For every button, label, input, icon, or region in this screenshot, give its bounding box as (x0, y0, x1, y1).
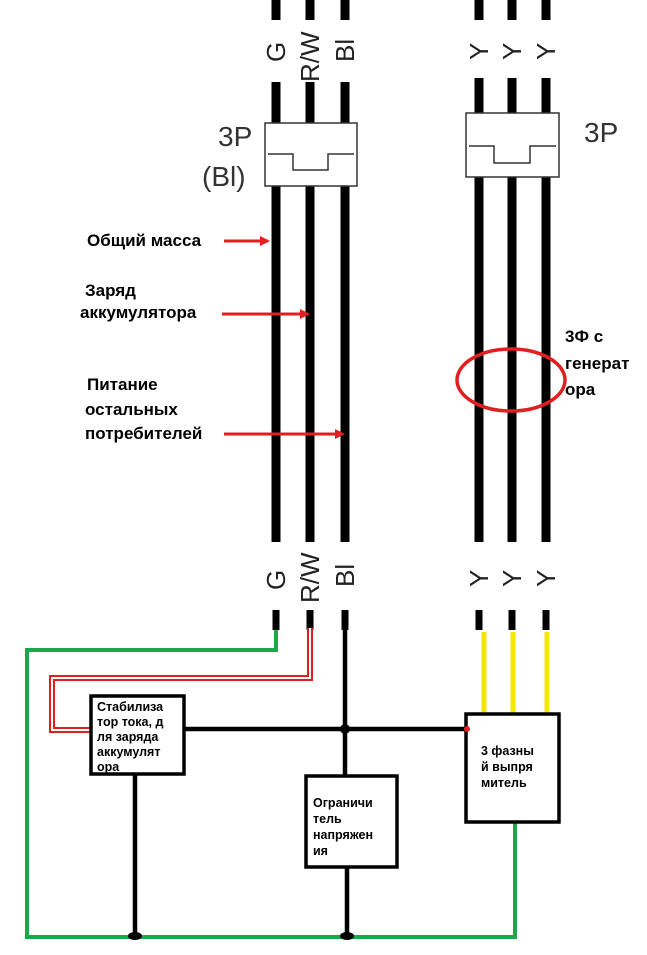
ground-junction-center (340, 932, 354, 940)
rectifier-text-2: й выпря (481, 760, 533, 774)
annotation-ground: Общий масса (87, 231, 202, 250)
connector-right-key (469, 145, 556, 164)
annotation-phase-line3: ора (565, 380, 596, 399)
connector-left-key (268, 153, 354, 171)
connector-left-sublabel: (Bl) (202, 161, 246, 192)
stabilizer-text-5: ора (97, 760, 120, 774)
wire-label-bottom-y3: Y (531, 570, 561, 587)
stabilizer-text-4: аккумулят (97, 745, 160, 759)
stabilizer-text-3: ля заряда (97, 730, 159, 744)
rectifier-text-1: 3 фазны (481, 744, 534, 758)
upper-wires-right (474, 0, 551, 542)
connector-left-label: 3P (218, 121, 252, 152)
connector-right (465, 112, 560, 178)
limiter-box (304, 774, 399, 869)
annotation-phase-line1: 3Ф с (565, 327, 603, 346)
limiter-block: Ограничи тель напряжен ия (304, 774, 399, 869)
connector-left (264, 122, 358, 187)
annotation-charge-line1: Заряд (85, 281, 136, 300)
ground-wire-loop (25, 630, 517, 939)
rectifier-box (464, 712, 561, 824)
wire-label-bottom-bl: Bl (330, 564, 360, 587)
rectifier-text-3: митель (481, 776, 527, 790)
wire-label-top-y1: Y (464, 43, 494, 60)
wire-label-top-y2: Y (497, 43, 527, 60)
wire-label-top-y3: Y (531, 43, 561, 60)
charge-wire-inner (51, 628, 311, 731)
ground-junction-left (128, 932, 142, 940)
wire-label-top-bl: Bl (330, 39, 360, 62)
limiter-text-4: ия (313, 844, 328, 858)
wire-label-bottom-y2: Y (497, 570, 527, 587)
annotation-power-line1: Питание (87, 375, 158, 394)
wire-label-bottom-g: G (261, 570, 291, 590)
stabilizer-box (89, 694, 186, 776)
limiter-text-3: напряжен (313, 828, 373, 842)
annotation-charge-line2: аккумулятора (80, 303, 197, 322)
bus-junction (340, 724, 350, 734)
stabilizer-text-1: Стабилиза (97, 700, 164, 714)
phase-highlight-ellipse (455, 347, 567, 413)
rectifier-output-dot (464, 726, 470, 732)
annotation-power-line3: потребителей (85, 424, 202, 443)
rectifier-block: 3 фазны й выпря митель (464, 712, 561, 824)
wire-label-top-rw: R/W (295, 31, 325, 82)
connector-right-body (465, 112, 560, 178)
connector-right-label: 3P (584, 117, 618, 148)
stabilizer-text-2: тор тока, д (97, 715, 163, 729)
stabilizer-block: Стабилиза тор тока, д ля заряда аккумуля… (89, 694, 186, 776)
wire-label-bottom-y1: Y (464, 570, 494, 587)
wire-label-bottom-rw: R/W (295, 552, 325, 603)
limiter-text-1: Ограничи (313, 796, 373, 810)
limiter-text-2: тель (313, 812, 342, 826)
annotation-power-line2: остальных (85, 400, 178, 419)
annotation-phase-line2: генерат (565, 354, 629, 373)
wire-label-top-g: G (261, 42, 291, 62)
